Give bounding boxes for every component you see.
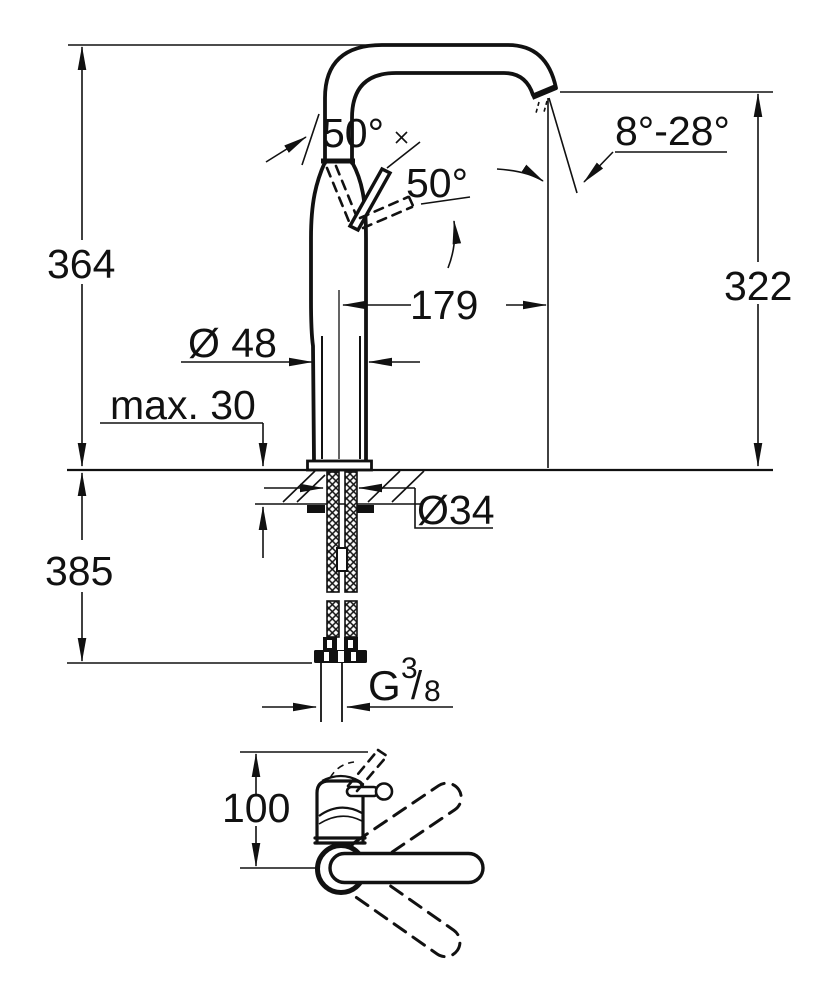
faucet-outline xyxy=(306,43,558,472)
dimension-swivel-angle: 8°-28° xyxy=(548,97,730,194)
dimension-thread: G 3 / 8 xyxy=(262,652,453,712)
label-thread-slash: / xyxy=(411,664,423,708)
label-handle-angle-front: 50° xyxy=(322,110,384,156)
label-body-diameter: Ø 48 xyxy=(188,320,277,366)
braided-hose-right xyxy=(344,471,358,593)
body-dome-arc xyxy=(321,774,360,782)
label-thread-denominator: 8 xyxy=(424,675,441,708)
leader-lever-side xyxy=(420,196,471,205)
dimension-spout-height: 322 xyxy=(560,91,792,467)
dimension-spout-reach: 179 xyxy=(342,98,549,468)
swivel-reference-line xyxy=(548,97,578,194)
spout-inner-curve xyxy=(350,71,535,165)
body-right-edge xyxy=(350,160,368,463)
dimension-handle-angle-front: 50° xyxy=(265,110,421,169)
spout-outer-curve xyxy=(323,43,558,165)
label-thread-numerator: 3 xyxy=(401,652,418,685)
label-handle-angle-side: 50° xyxy=(406,160,468,206)
lever-handle-solid xyxy=(347,166,393,233)
base-flange xyxy=(306,459,373,472)
dimension-total-height: 364 xyxy=(47,44,380,467)
top-view: 100 xyxy=(222,748,485,959)
nut-slit-center xyxy=(338,651,344,662)
lever-handle-dashed-down xyxy=(325,166,352,226)
ext-line-rotated xyxy=(301,113,320,166)
label-thread-letter: G xyxy=(368,662,401,709)
lever-dashed-top-view-2 xyxy=(355,754,389,793)
braided-hose-left-lower xyxy=(326,600,340,638)
braided-hose-right-lower xyxy=(344,600,358,638)
body-left-edge xyxy=(309,160,327,463)
label-total-height: 364 xyxy=(47,241,115,287)
lever-handle-dashed-side-cap xyxy=(407,195,416,210)
outlet-stream-dash-2 xyxy=(543,100,548,113)
label-hole-diameter: Ø34 xyxy=(417,487,495,533)
label-top-view-depth: 100 xyxy=(222,785,290,831)
label-spout-outlet-height: 322 xyxy=(724,263,792,309)
dimension-hole-diameter: Ø34 xyxy=(264,483,495,533)
body-contour-arc-1 xyxy=(318,806,363,817)
body-contour-arc-2 xyxy=(318,815,363,825)
lever-handle-dashed-down-2 xyxy=(334,164,358,217)
label-below-counter-depth: 385 xyxy=(45,548,113,594)
side-lever-knob xyxy=(374,782,394,801)
dimension-top-depth: 100 xyxy=(222,751,368,869)
dimension-below-counter: 385 xyxy=(45,472,312,664)
side-lever-rod xyxy=(345,785,380,798)
mounting-washer-right xyxy=(356,505,374,513)
spout-outlet-face xyxy=(530,84,558,100)
lever-dashed-arc xyxy=(329,761,355,779)
outlet-stream-dash xyxy=(535,101,540,114)
label-swivel-angle: 8°-28° xyxy=(615,108,730,154)
ext-line-lever-axis xyxy=(386,141,421,169)
lever-handle-dashed-side-top xyxy=(358,195,410,220)
hole-leader xyxy=(414,488,493,529)
lever-handle-dashed-side-bottom xyxy=(361,205,414,230)
label-counter-max-thickness: max. 30 xyxy=(110,382,256,428)
label-spout-reach: 179 xyxy=(410,282,478,328)
hose-fitting-left-slot xyxy=(327,640,332,648)
hose-fitting-right-slot xyxy=(348,640,353,648)
mounting-washer-left xyxy=(307,505,325,513)
dimension-body-diameter: Ø 48 xyxy=(181,320,420,367)
lever-dashed-top-view-cap xyxy=(376,748,389,758)
dimension-counter-thickness: max. 30 xyxy=(100,382,268,558)
spout-top-view xyxy=(328,851,485,885)
body-top-view xyxy=(313,748,394,845)
threaded-rod-slot xyxy=(336,547,348,572)
lever-dashed-top-view-1 xyxy=(346,748,380,788)
front-view: 364 385 322 179 xyxy=(45,43,792,722)
dimension-handle-angle-side: 50° xyxy=(406,160,544,269)
nut-slit-left xyxy=(324,652,329,661)
nut-slit-right xyxy=(351,652,356,661)
mounting-shank xyxy=(314,471,367,722)
braided-hose-left xyxy=(326,471,340,593)
